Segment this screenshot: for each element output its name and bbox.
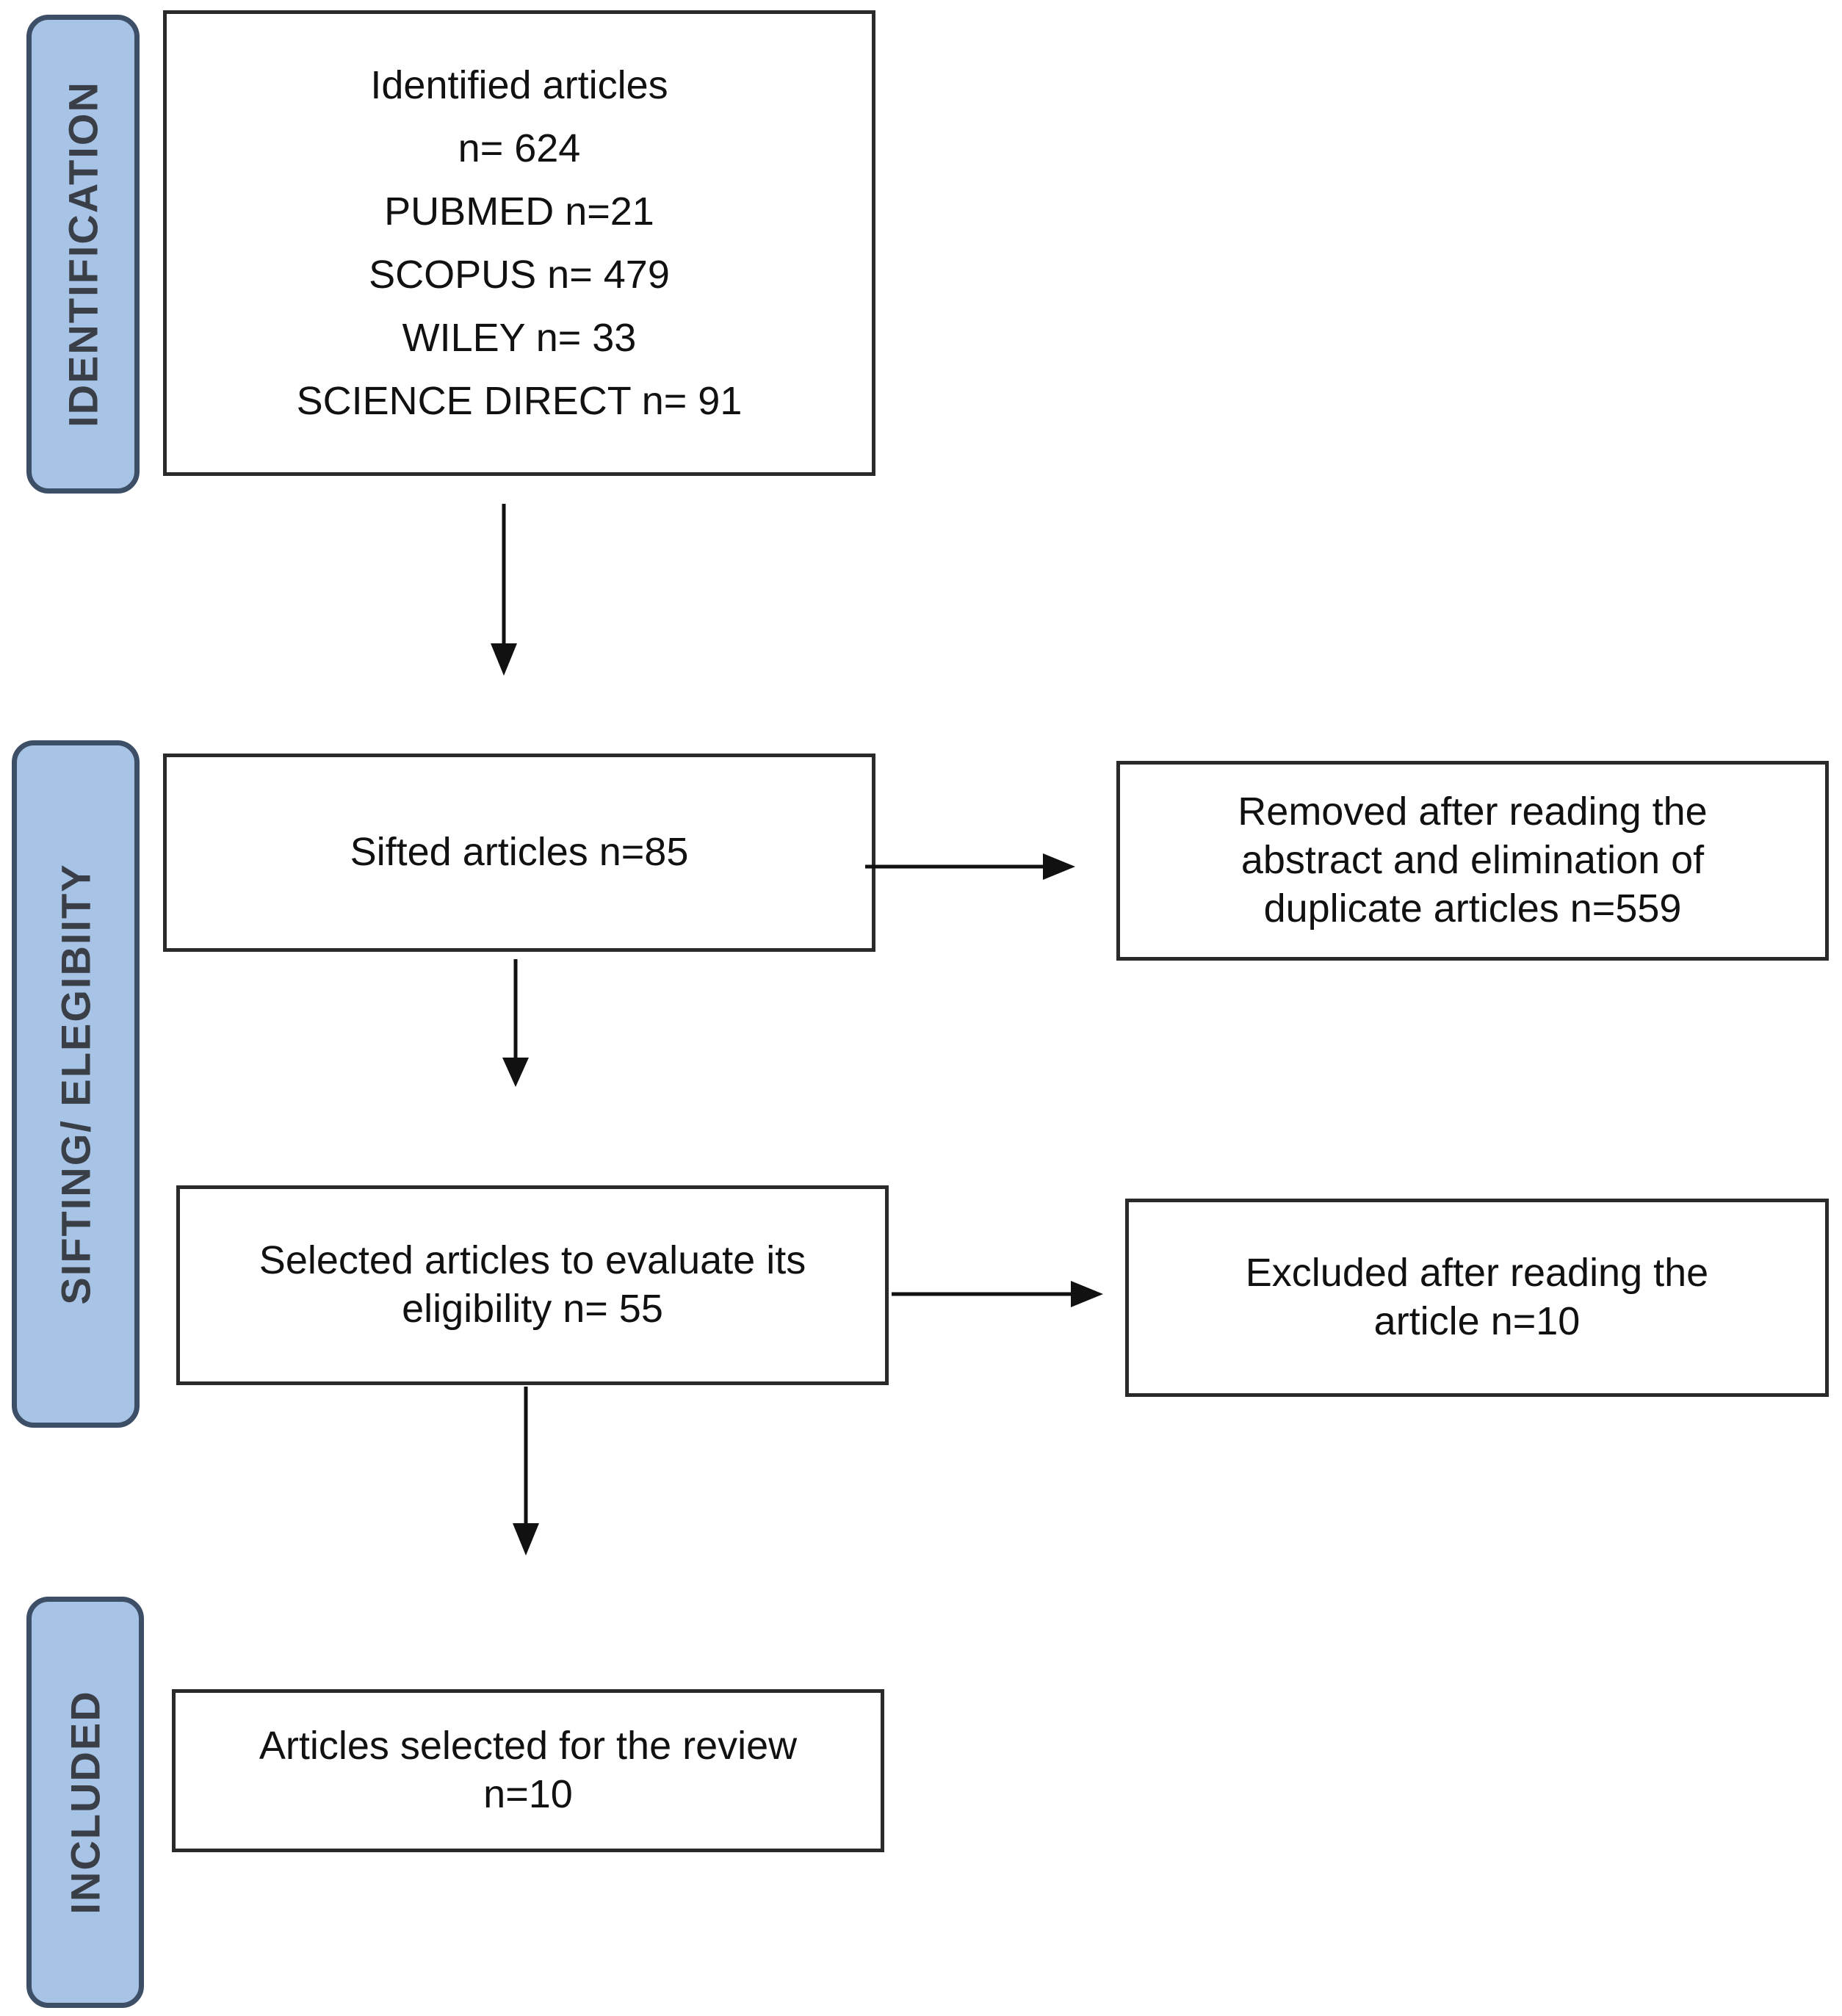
excluded-line-2: article n=10 [1373,1299,1581,1343]
stage-tab-included: INCLUDED [26,1597,144,2008]
selected-line-2: eligibility n= 55 [402,1287,663,1331]
excluded-line-1: Excluded after reading the [1245,1251,1709,1296]
removed-line-1: Removed after reading the [1238,790,1708,834]
selected-line-1: Selected articles to evaluate its [259,1238,806,1283]
identified-line-5: WILEY n= 33 [402,316,637,360]
box-review-articles: Articles selected for the review n=10 [172,1689,884,1852]
arrowhead-sifted-to-removed [1043,853,1075,880]
box-excluded-articles: Excluded after reading the article n=10 [1125,1199,1829,1397]
arrowhead-selected-to-excluded [1071,1281,1103,1307]
review-line-1: Articles selected for the review [259,1724,798,1768]
box-identified-articles: Identified articles n= 624 PUBMED n=21 S… [163,10,875,476]
sifted-line-1: Sifted articles n=85 [350,830,689,875]
arrowhead-selected-to-review [513,1523,539,1556]
identified-line-3: PUBMED n=21 [384,189,654,234]
stage-tab-sifting: SIFTING/ ELEGIBIITY [12,740,140,1428]
identified-line-2: n= 624 [458,126,581,170]
review-line-2: n=10 [483,1772,573,1816]
arrowhead-identified-to-sifted [491,643,517,676]
stage-tab-identification: IDENTIFICATION [26,15,140,494]
box-removed-articles: Removed after reading the abstract and e… [1116,761,1829,961]
removed-line-3: duplicate articles n=559 [1263,886,1682,931]
box-selected-articles: Selected articles to evaluate its eligib… [176,1185,889,1385]
arrowhead-sifted-to-selected [502,1058,529,1087]
box-sifted-articles: Sifted articles n=85 [163,754,875,952]
removed-line-2: abstract and elimination of [1240,838,1705,883]
identified-line-4: SCOPUS n= 479 [369,253,670,297]
identified-line-6: SCIENCE DIRECT n= 91 [296,379,743,423]
identified-line-1: Identified articles [370,63,668,107]
